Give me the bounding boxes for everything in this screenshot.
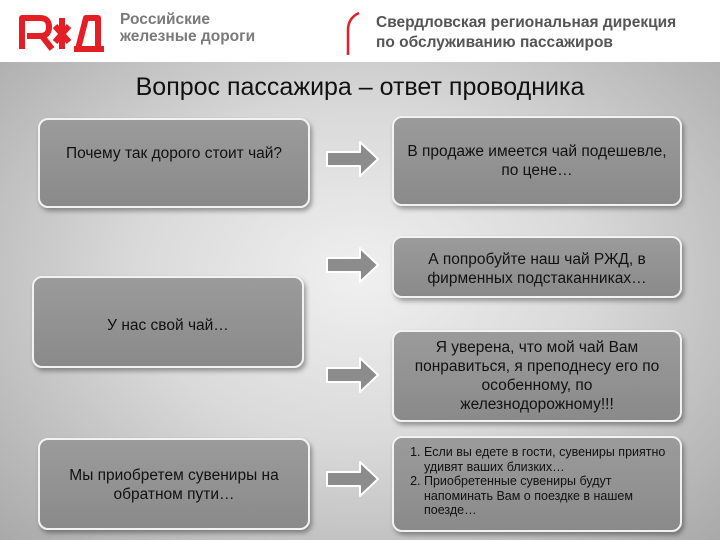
question-text: У нас свой чай… <box>107 317 229 334</box>
souvenir-answer-list: Если вы едете в гости, сувениры приятно … <box>404 445 670 518</box>
answer-box-souvenirs: Если вы едете в гости, сувениры приятно … <box>392 436 682 532</box>
company-name-line2: железные дороги <box>120 28 256 45</box>
company-name: Российские железные дороги <box>120 11 320 45</box>
list-item: Приобретенные сувениры будут напоминать … <box>424 474 670 518</box>
answer-text: В продаже имеется чай подешевле, по цене… <box>407 143 667 179</box>
question-box-own-tea: У нас свой чай… <box>32 276 304 368</box>
slide-title: Вопрос пассажира – ответ проводника <box>135 73 585 101</box>
header: Российские железные дороги Свердловская … <box>0 0 720 62</box>
arrow-right-icon <box>326 357 379 393</box>
question-text: Мы приобретем сувениры на обратном пути… <box>69 467 279 503</box>
question-text: Почему так дорого стоит чай? <box>65 145 283 162</box>
arrow-right-icon <box>326 461 379 497</box>
answer-box-cheaper-tea: В продаже имеется чай подешевле, по цене… <box>392 116 682 206</box>
department-name: Свердловская региональная дирекция по об… <box>376 13 716 53</box>
answer-box-rzd-tea: А попробуйте наш чай РЖД, в фирменных по… <box>392 236 682 298</box>
department-name-line1: Свердловская региональная дирекция <box>376 14 677 31</box>
department-name-line2: по обслуживанию пассажиров <box>376 34 613 51</box>
header-divider-icon <box>346 12 360 55</box>
rzd-logo-icon <box>19 15 104 52</box>
company-name-line1: Российские <box>120 11 211 28</box>
question-box-souvenirs: Мы приобретем сувениры на обратном пути… <box>38 438 310 530</box>
question-box-price: Почему так дорого стоит чай? <box>38 118 310 208</box>
list-item: Если вы едете в гости, сувениры приятно … <box>424 445 670 474</box>
arrow-right-icon <box>326 247 379 283</box>
answer-text: Я уверена, что мой чай Вам понравиться, … <box>414 339 660 413</box>
arrow-right-icon <box>326 141 379 177</box>
answer-box-special-serving: Я уверена, что мой чай Вам понравиться, … <box>392 330 682 422</box>
answer-text: А попробуйте наш чай РЖД, в фирменных по… <box>427 251 647 287</box>
